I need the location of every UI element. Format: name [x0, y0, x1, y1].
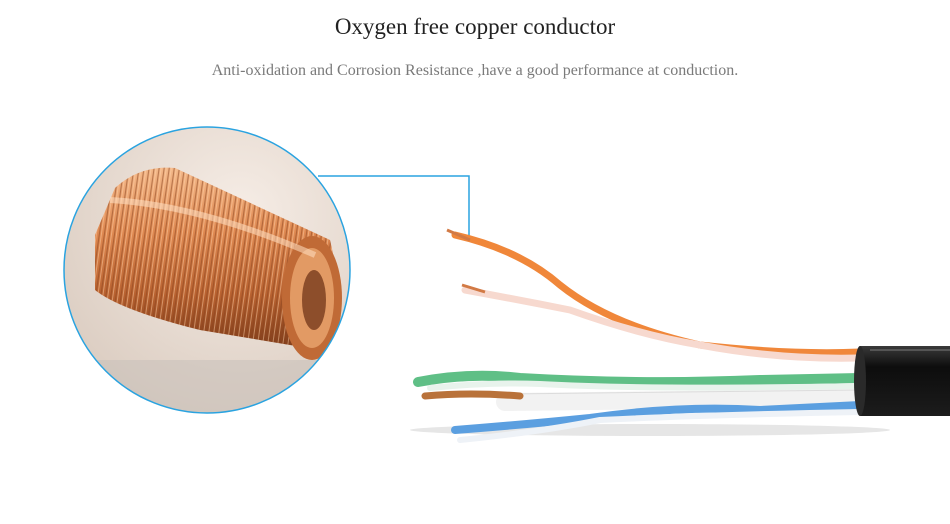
- blue-wire: [451, 401, 864, 434]
- ethernet-cable: [410, 228, 950, 443]
- callout-connector-line: [318, 175, 470, 236]
- green-wire: [413, 370, 865, 388]
- copper-coil-magnifier: [63, 126, 351, 414]
- cable-jacket: [856, 346, 950, 416]
- blue-white-wire: [457, 409, 863, 443]
- brown-wire: [421, 390, 524, 400]
- cable-spline: [496, 389, 869, 411]
- page-title: Oxygen free copper conductor: [334, 14, 616, 39]
- page-subtitle: Anti-oxidation and Corrosion Resistance …: [211, 62, 739, 79]
- orange-wire: [451, 231, 864, 357]
- orange-white-wire: [461, 286, 864, 362]
- green-white-wire: [427, 380, 863, 391]
